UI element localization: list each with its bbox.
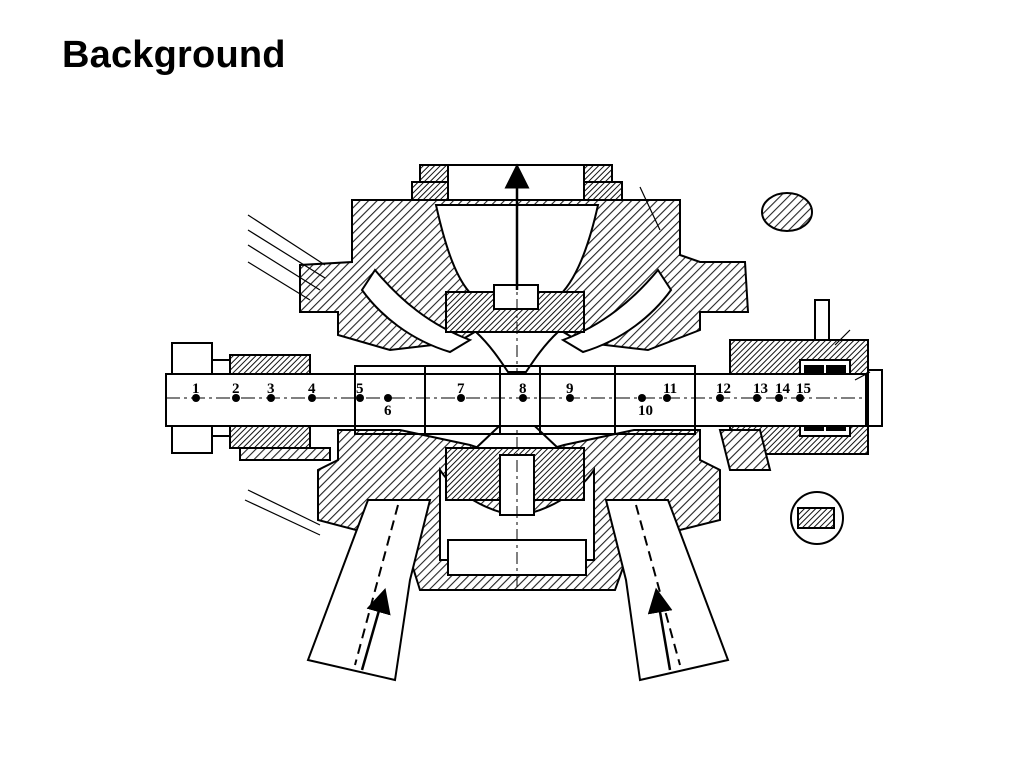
station-label-11: 11	[663, 381, 677, 397]
station-label-4: 4	[308, 381, 316, 397]
station-label-3: 3	[267, 381, 275, 397]
station-label-10: 10	[638, 403, 653, 419]
station-dot	[267, 394, 275, 402]
station-label-14: 14	[775, 381, 791, 397]
station-label-6: 6	[384, 403, 392, 419]
station-dot	[753, 394, 761, 402]
station-label-8: 8	[519, 381, 527, 397]
station-label-15: 15	[796, 381, 811, 397]
station-labels: 1 2 3 4 5 6 7 8 9 10 11 12 13 14 15	[192, 381, 811, 419]
station-dot	[519, 394, 527, 402]
station-label-13: 13	[753, 381, 768, 397]
station-label-12: 12	[716, 381, 731, 397]
slide-title: Background	[62, 34, 286, 76]
station-dot	[232, 394, 240, 402]
station-dot	[566, 394, 574, 402]
impeller-top	[445, 284, 585, 373]
station-dot	[796, 394, 804, 402]
station-dot	[308, 394, 316, 402]
detail-views	[761, 192, 844, 545]
impeller-bottom	[445, 417, 585, 516]
station-dot	[384, 394, 392, 402]
station-dot	[192, 394, 200, 402]
station-dot	[775, 394, 783, 402]
station-dot	[716, 394, 724, 402]
station-markers	[192, 394, 804, 402]
station-label-7: 7	[457, 381, 465, 397]
station-dot	[663, 394, 671, 402]
station-dot	[356, 394, 364, 402]
leader-lines	[244, 186, 871, 536]
station-label-2: 2	[232, 381, 240, 397]
shaft	[165, 365, 867, 435]
station-dot	[638, 394, 646, 402]
station-dot	[457, 394, 465, 402]
station-label-5: 5	[356, 381, 364, 397]
station-label-1: 1	[192, 381, 200, 397]
station-label-9: 9	[566, 381, 574, 397]
